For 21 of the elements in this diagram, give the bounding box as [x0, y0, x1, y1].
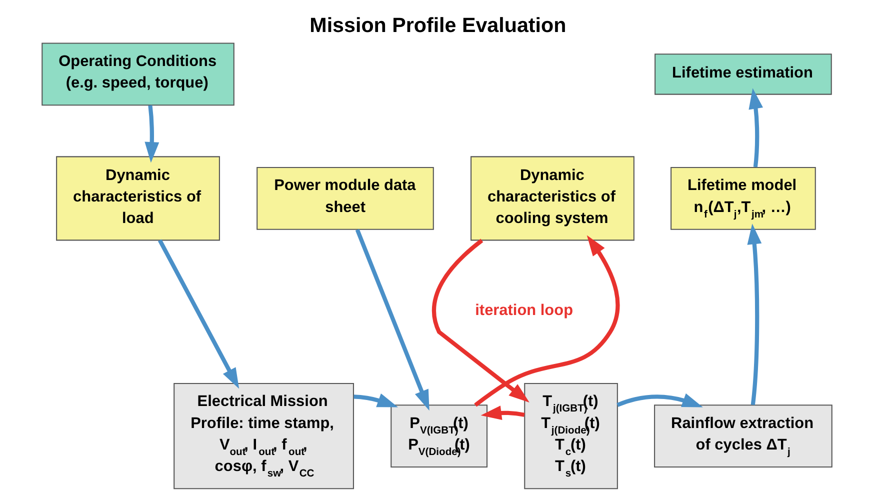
node-box: P$_{V(IGBT)}$(t) P$_{V(Diode)}$(t) [390, 404, 488, 468]
arrow [354, 393, 398, 408]
node-box: Lifetime estimation [654, 54, 832, 95]
arrow [432, 238, 530, 403]
arrow [355, 229, 430, 411]
node-box: Dynamic characteristics of load [56, 156, 220, 241]
arrow [616, 393, 703, 408]
node-box: Rainflow extraction of cycles ΔT$_{j}$ [654, 404, 832, 468]
node-box: Operating Conditions (e.g. speed, torque) [42, 42, 234, 106]
node-box: Lifetime model n$_{f}$(ΔT$_{j}$,T$_{jm}$, …) [670, 167, 816, 230]
diagram-title: Mission Profile Evaluation [310, 14, 566, 37]
arrow [747, 224, 762, 406]
node-box: Electrical Mission Profile: time stamp, V$_{out}$, I$_{out}$, f$_{out}$, cosφ, f$_{sw}$, V$_{CC}$ [174, 382, 354, 490]
arrow [480, 406, 525, 420]
label: iteration loop [475, 302, 574, 319]
node-box: Dynamic characteristics of cooling system [470, 156, 634, 241]
arrow [158, 239, 240, 389]
arrow [144, 105, 160, 163]
arrow [474, 235, 620, 407]
node-box: Power module data sheet [256, 167, 434, 230]
arrow [748, 88, 763, 168]
